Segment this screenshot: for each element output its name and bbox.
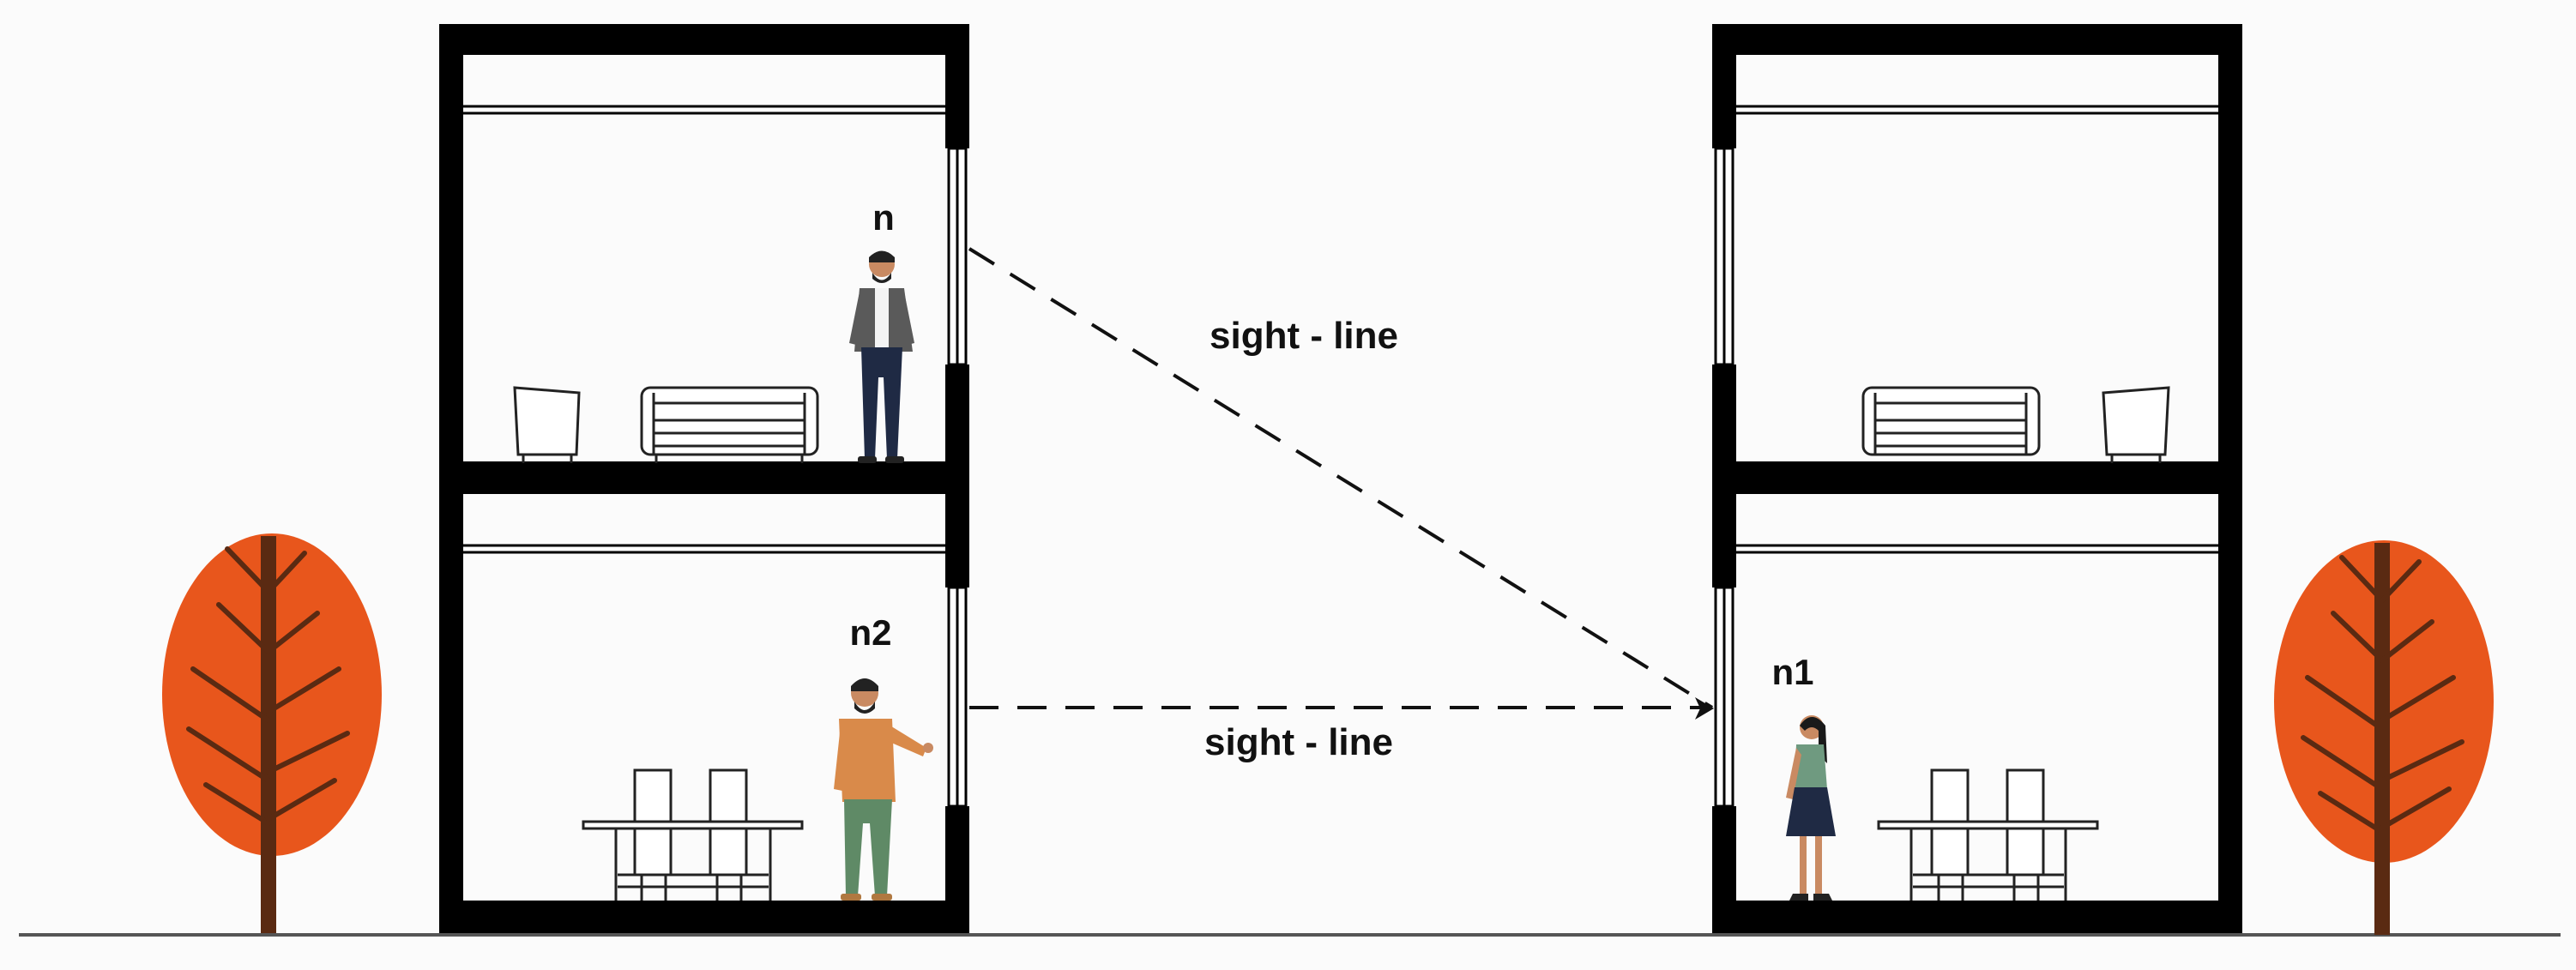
sight-line-arrowhead [1695,697,1714,720]
woman-standing-icon [1786,715,1836,901]
tree-icon-left [162,533,382,933]
right-building [1712,24,2242,933]
man-gesturing-icon [834,678,933,901]
armchair-icon [2102,386,2170,463]
sofa-icon [640,386,819,463]
armchair-icon [513,386,581,463]
sight-line-upper [968,247,1714,709]
tree-icon-right [2274,540,2494,935]
right-windows [1714,147,1734,808]
person-label-n1: n1 [1771,652,1813,692]
left-ceiling-lines [463,105,945,554]
man-standing-icon [849,250,914,463]
sight-line-label-upper: sight - line [1210,315,1398,357]
person-label-n: n [872,197,895,238]
dining-table-icon [1877,768,2099,901]
left-building [439,24,969,933]
person-label-n2: n2 [849,612,891,653]
left-windows [947,147,968,808]
sight-line-label-lower: sight - line [1204,721,1393,763]
dining-table-icon [582,768,804,901]
right-ceiling-lines [1736,105,2218,554]
sofa-icon [1861,386,2041,456]
